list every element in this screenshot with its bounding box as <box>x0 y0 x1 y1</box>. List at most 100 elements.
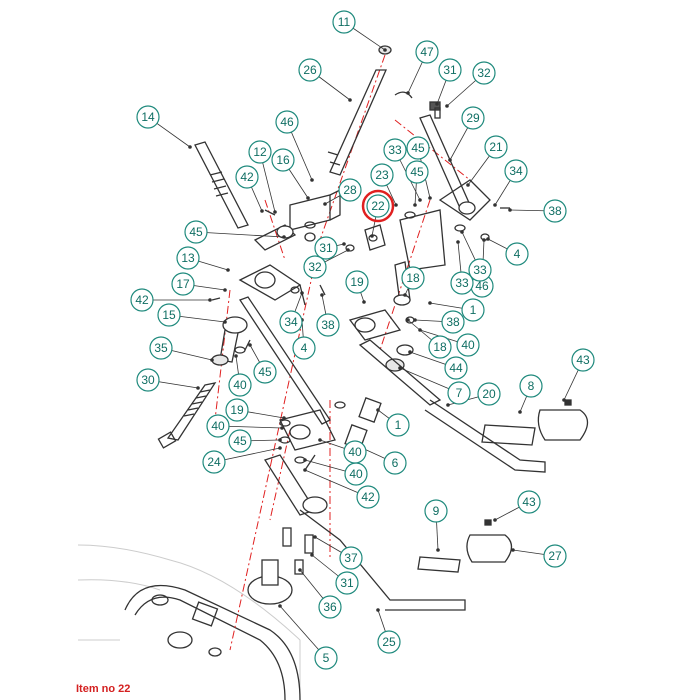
label-bubble-31 <box>314 236 338 260</box>
label-bubble-16 <box>271 148 295 172</box>
label-number-45: 45 <box>189 225 203 239</box>
leader-dot-33 <box>460 230 464 234</box>
label-number-13: 13 <box>181 251 195 265</box>
leader-dot-38 <box>413 318 417 322</box>
label-bubble-9 <box>424 499 448 523</box>
label-number-45: 45 <box>410 165 424 179</box>
leader-dot-45 <box>278 438 282 442</box>
label-number-38: 38 <box>446 315 460 329</box>
label-number-8: 8 <box>528 379 535 393</box>
leader-dot-33 <box>418 198 422 202</box>
leader-dot-47 <box>406 91 410 95</box>
label-number-30: 30 <box>141 373 155 387</box>
label-bubble-4 <box>292 336 316 360</box>
label-number-18: 18 <box>433 340 447 354</box>
label-bubble-33 <box>383 138 407 162</box>
label-bubble-31 <box>335 571 359 595</box>
label-number-9: 9 <box>433 504 440 518</box>
label-number-32: 32 <box>308 260 322 274</box>
item-caption: Item no 22 <box>76 683 131 695</box>
label-number-19: 19 <box>350 275 364 289</box>
leader-dot-17 <box>223 288 227 292</box>
label-bubble-26 <box>298 58 322 82</box>
leader-dot-40 <box>303 458 307 462</box>
label-bubble-27 <box>543 544 567 568</box>
label-number-42: 42 <box>135 293 149 307</box>
label-number-34: 34 <box>284 315 298 329</box>
label-bubble-11 <box>332 10 356 34</box>
label-bubble-45 <box>405 160 429 184</box>
leader-dot-32 <box>346 248 350 252</box>
leader-dot-45 <box>413 203 417 207</box>
label-number-22: 22 <box>371 199 385 213</box>
leader-dot-42 <box>260 209 264 213</box>
label-bubble-32 <box>303 255 327 279</box>
label-number-45: 45 <box>233 434 247 448</box>
label-bubble-15 <box>157 303 181 327</box>
label-bubble-23 <box>370 163 394 187</box>
label-bubble-29 <box>461 106 485 130</box>
leader-dot-29 <box>448 158 452 162</box>
label-number-33: 33 <box>388 143 402 157</box>
label-number-29: 29 <box>466 111 480 125</box>
label-number-40: 40 <box>349 467 363 481</box>
leader-dot-4 <box>486 237 490 241</box>
leader-lines <box>142 21 584 659</box>
label-bubble-38 <box>316 313 340 337</box>
label-bubble-8 <box>519 374 543 398</box>
label-bubble-19 <box>345 270 369 294</box>
leader-dot-40 <box>318 438 322 442</box>
label-bubble-5 <box>314 646 338 670</box>
label-number-4: 4 <box>514 247 521 261</box>
label-number-42: 42 <box>240 170 254 184</box>
label-bubble-32 <box>472 61 496 85</box>
parts <box>157 45 589 611</box>
leader-dot-42 <box>303 468 307 472</box>
leader-dot-20 <box>446 403 450 407</box>
label-bubble-46 <box>275 110 299 134</box>
label-bubble-38 <box>441 310 465 334</box>
label-number-26: 26 <box>303 63 317 77</box>
leader-dot-25 <box>376 608 380 612</box>
label-number-43: 43 <box>576 353 590 367</box>
leader-dot-28 <box>323 202 327 206</box>
label-number-40: 40 <box>461 338 475 352</box>
leader-dot-38 <box>320 293 324 297</box>
label-bubble-45 <box>253 360 277 384</box>
label-number-11: 11 <box>338 15 351 29</box>
label-number-1: 1 <box>470 303 477 317</box>
leader-dot-37 <box>313 535 317 539</box>
label-number-23: 23 <box>375 168 389 182</box>
label-number-45: 45 <box>258 365 272 379</box>
label-bubble-17 <box>171 272 195 296</box>
label-number-31: 31 <box>319 241 333 255</box>
leader-dot-42 <box>208 298 212 302</box>
leader-dot-22 <box>370 234 374 238</box>
label-bubble-13 <box>176 246 200 270</box>
leader-dot-14 <box>188 145 192 149</box>
label-number-44: 44 <box>449 361 463 375</box>
label-number-12: 12 <box>253 145 267 159</box>
label-bubble-34 <box>279 310 303 334</box>
label-bubble-28 <box>338 178 362 202</box>
label-number-42: 42 <box>361 490 375 504</box>
label-bubble-38 <box>543 199 567 223</box>
label-number-17: 17 <box>176 277 190 291</box>
label-bubble-14 <box>136 105 160 129</box>
label-number-40: 40 <box>348 445 362 459</box>
label-number-15: 15 <box>162 308 176 322</box>
leader-dot-43 <box>562 398 566 402</box>
leader-dot-11 <box>383 48 387 52</box>
leader-dot-46 <box>310 178 314 182</box>
leader-dot-32 <box>445 104 449 108</box>
label-number-46: 46 <box>475 279 489 293</box>
leader-dot-8 <box>518 410 522 414</box>
label-number-27: 27 <box>548 549 562 563</box>
leader-dot-7 <box>398 366 402 370</box>
leader-dot-45 <box>282 235 286 239</box>
label-bubble-4 <box>505 242 529 266</box>
leader-dot-31 <box>342 242 346 246</box>
label-number-34: 34 <box>509 164 523 178</box>
